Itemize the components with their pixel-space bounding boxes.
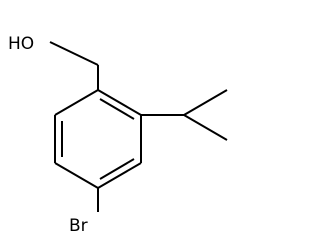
molecule-structure: HO Br	[8, 34, 228, 236]
isopropyl-methyl-up	[183, 89, 228, 116]
hydroxyl-label: HO	[8, 34, 34, 54]
ring-bond-bottom-right	[97, 162, 142, 189]
oh-bond	[49, 41, 99, 66]
ring-double-bond-bottom-right	[99, 158, 135, 180]
isopropyl-methyl-down	[183, 114, 228, 141]
bromine-label: Br	[69, 216, 88, 236]
ring-bond-bottom-left	[54, 162, 99, 189]
ring-bond-top-left	[54, 89, 99, 116]
ring-bond-top-right	[97, 89, 142, 116]
ring-double-bond-top	[99, 98, 135, 120]
